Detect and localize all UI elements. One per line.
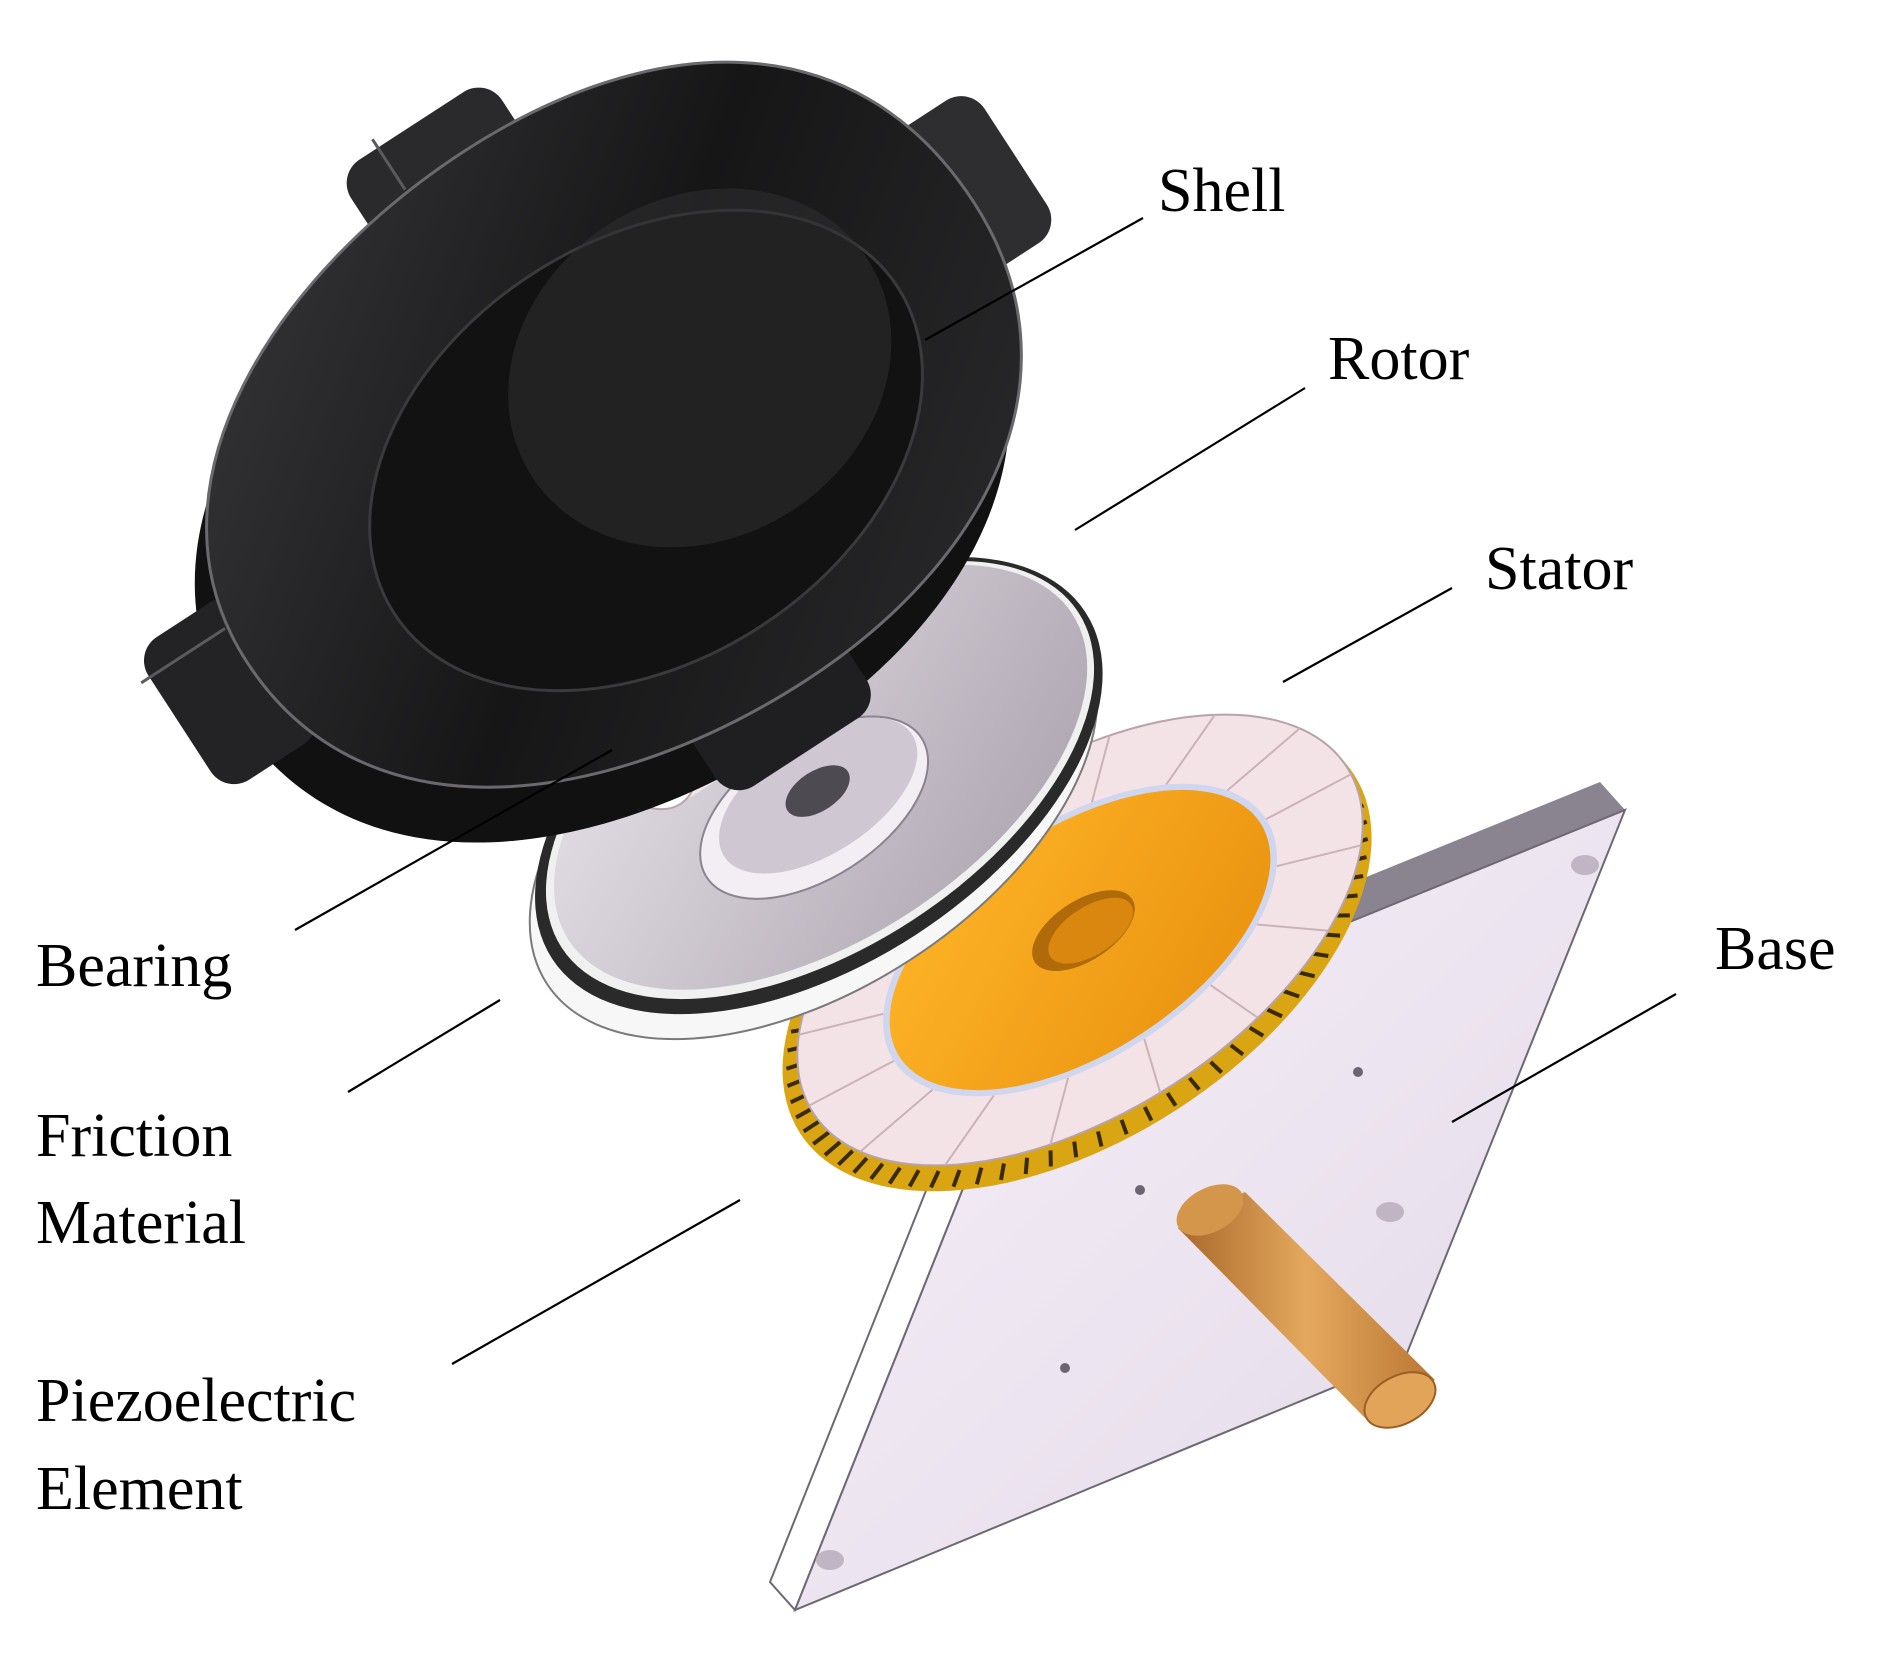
stator-tooth (1283, 989, 1300, 999)
stator-label: Stator (1485, 535, 1634, 603)
base-label: Base (1715, 915, 1836, 983)
stator-tooth (823, 1140, 842, 1157)
stator-tooth (852, 1156, 869, 1174)
base-shaft-end (1363, 1371, 1437, 1429)
piezo-segment-divider (1265, 773, 1352, 820)
stator-tooth (869, 1162, 885, 1181)
shell-edge (140, 627, 226, 685)
stator-leader-line (1282, 587, 1453, 683)
stator-tooth (907, 1169, 921, 1188)
base-screw-hole (1353, 1067, 1363, 1077)
rotor-label: Rotor (1328, 325, 1470, 393)
stator-tooth (1209, 1060, 1224, 1074)
piezo-segment-divider (1276, 844, 1362, 868)
friction-leader-line (347, 999, 501, 1093)
stator-tooth (951, 1169, 962, 1188)
stator-tooth (887, 1166, 902, 1185)
stator-tooth (929, 1170, 941, 1189)
shell-label: Shell (1158, 157, 1286, 225)
friction-material-label-line2: Material (36, 1189, 247, 1257)
piezo-segment-divider (798, 1012, 884, 1036)
piezo-segment-divider (1143, 1038, 1162, 1094)
piezo-segment-divider (1257, 923, 1329, 932)
stator-tooth (1048, 1150, 1053, 1167)
stator-tooth (1229, 1043, 1245, 1057)
base-screw-hole (1060, 1363, 1070, 1373)
base-hole (1571, 855, 1599, 875)
stator-tooth (1297, 970, 1316, 979)
piezo-segment-divider (944, 1094, 995, 1166)
base-shaft-root (1176, 1184, 1244, 1236)
stator-tooth (837, 1149, 854, 1167)
piezoelectric-element-label-line1: Piezoelectric (36, 1367, 357, 1435)
stator-tooth (1248, 1025, 1265, 1038)
stator-tooth (1142, 1106, 1154, 1122)
stator-tooth (1096, 1130, 1104, 1147)
piezo-segment-divider (1049, 1077, 1070, 1145)
piezo-segment-divider (808, 1060, 895, 1107)
base-hole (1376, 1202, 1404, 1222)
stator (782, 713, 1372, 1192)
base-leader-line (1451, 993, 1677, 1123)
stator-tooth (999, 1163, 1006, 1181)
stator-tooth (812, 1130, 831, 1146)
stator-tooth (802, 1118, 822, 1134)
piezo-segment-divider (1210, 984, 1259, 1019)
bearing-label: Bearing (36, 932, 233, 1000)
piezo-segment-divider (1165, 714, 1216, 786)
piezoelectric-element-label-line2: Element (36, 1455, 243, 1523)
shell-cavity-shade (508, 188, 892, 548)
stator-tooth (1072, 1141, 1079, 1158)
rotor-center-hole (785, 765, 850, 817)
stator-tooth (1023, 1157, 1030, 1175)
base-shaft (1178, 1192, 1435, 1418)
stator-tooth (1187, 1076, 1201, 1091)
piezo-segment-divider (1090, 735, 1111, 803)
shell-edge (371, 138, 407, 191)
piezo-segment-divider (859, 1088, 934, 1153)
rotor-leader-line (1074, 387, 1306, 531)
shell-leader-line (924, 217, 1144, 341)
stator-tooth (974, 1167, 984, 1185)
stator-tooth (1119, 1119, 1129, 1135)
piezo-leader-line (451, 1199, 741, 1365)
base-screw-hole (1135, 1185, 1145, 1195)
friction-material-label-line1: Friction (36, 1102, 233, 1170)
shell (140, 60, 1052, 843)
piezo-segment-divider (1226, 727, 1301, 792)
stator-tooth (1165, 1091, 1178, 1107)
stator-center-hole-inner (1048, 897, 1133, 964)
stator-tooth (1266, 1007, 1283, 1019)
shell-lobe (143, 597, 316, 785)
base-hole (816, 1550, 844, 1570)
bearing-leader-line (294, 749, 613, 931)
